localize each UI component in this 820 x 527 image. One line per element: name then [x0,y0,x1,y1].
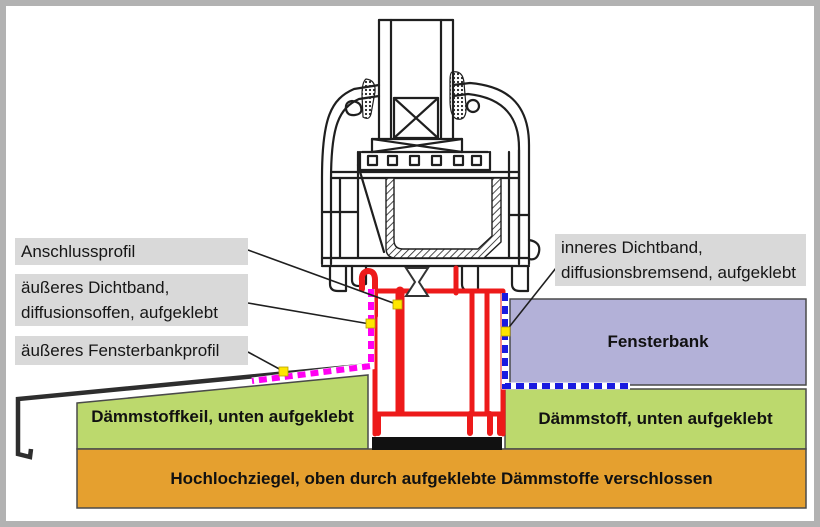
right-gasket [449,71,467,120]
marker-inneres-dichtband [500,326,511,337]
daemmstoffkeil-label: Dämmstoffkeil, unten aufgeklebt [91,407,354,426]
marker-aeusseres-dichtband [365,318,376,329]
anschlussprofil-hook [358,268,378,319]
leader-anschlussprofil [247,249,397,305]
hochlochziegel-region [76,448,807,509]
callout-aeusseres-dichtband-line2: diffusionsoffen, aufgeklebt [21,303,218,322]
callout-inneres-dichtband-line2: diffusionsbremsend, aufgeklebt [561,263,797,282]
base-support-bar [372,437,502,450]
callout-aeusseres-fensterbankprofil: äußeres Fensterbankprofil [15,336,248,365]
marker-fensterbankprofil [278,366,289,377]
leader-inneres-dichtband [505,267,557,332]
marker-anschlussprofil [392,299,403,310]
callout-aeusseres-dichtband-line1: äußeres Dichtband, [21,278,170,297]
outer-seal-tape [251,289,375,385]
leader-aeusseres-fensterbankprofil [247,351,284,372]
callout-aeusseres-fensterbankprofil-text: äußeres Fensterbankprofil [21,341,220,360]
center-gasket-bowtie [404,267,430,297]
daemmstoff-label: Dämmstoff, unten aufgeklebt [538,409,773,428]
inner-seal-tape [501,293,630,390]
window-profile-drawing [320,18,541,293]
frame-profile-highlight [358,265,506,437]
callout-inneres-dichtband: inneres Dichtband, diffusionsbremsend, a… [555,234,806,286]
hochlochziegel-label: Hochlochziegel, oben durch aufgeklebte D… [170,468,713,488]
steel-reinforcement-hatch [385,177,502,259]
outer-sill-profile [15,362,372,460]
callout-anschlussprofil: Anschlussprofil [15,238,248,265]
callout-inneres-dichtband-line1: inneres Dichtband, [561,238,703,257]
material-regions [76,298,807,509]
leader-lines [247,249,557,372]
left-gasket [361,78,376,120]
leader-aeusseres-dichtband [247,302,371,325]
callout-aeusseres-dichtband: äußeres Dichtband, diffusionsoffen, aufg… [15,274,248,326]
fensterbank-region [509,298,807,386]
callout-anschlussprofil-text: Anschlussprofil [21,242,136,261]
fensterbank-label: Fensterbank [607,332,709,351]
reference-markers [278,299,511,377]
